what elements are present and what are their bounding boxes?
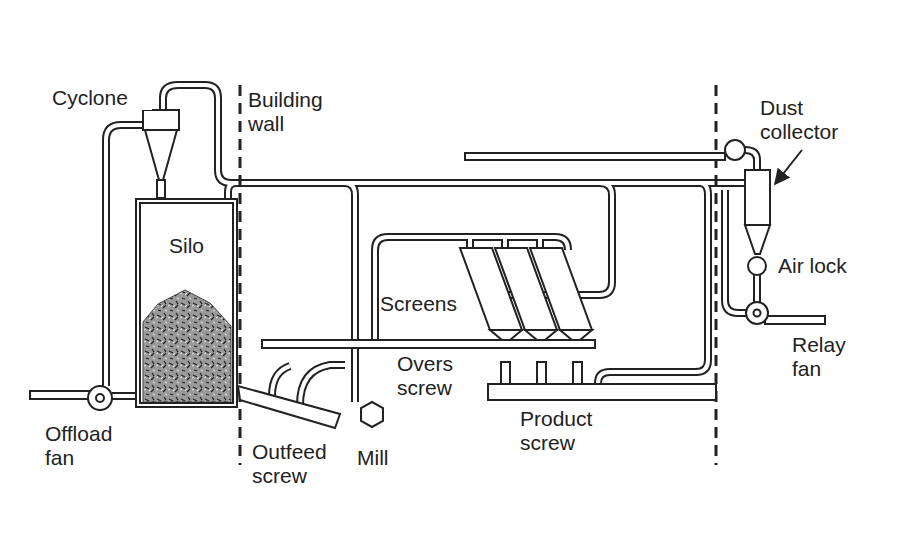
vessel-label: Silo: [169, 234, 204, 258]
part-label: Overs screw: [397, 352, 463, 400]
part-label: Dust collector: [760, 96, 870, 144]
part-label: Cyclone: [52, 86, 152, 110]
conveyor-screws: [238, 340, 716, 428]
part-label: Offload fan: [45, 422, 127, 470]
silo-vessel: Silo: [135, 198, 238, 408]
part-label: Air lock: [778, 254, 878, 278]
part-label: Product screw: [520, 407, 604, 455]
part-label: Mill: [357, 446, 417, 470]
part-label: Screens: [380, 292, 470, 316]
part-label: Outfeed screw: [252, 440, 336, 488]
cyclone-symbol: [143, 110, 179, 198]
pipework: [106, 85, 757, 405]
chip-pile: [143, 290, 231, 402]
part-label: Building wall: [248, 88, 348, 136]
part-label: Relay fan: [792, 333, 854, 381]
dust-collector-symbol: [745, 170, 825, 324]
exhaust-duct: [465, 140, 745, 160]
offload-fan-symbol: [30, 386, 112, 410]
leader-arrow: [775, 150, 802, 184]
screens-symbol: [460, 248, 592, 340]
